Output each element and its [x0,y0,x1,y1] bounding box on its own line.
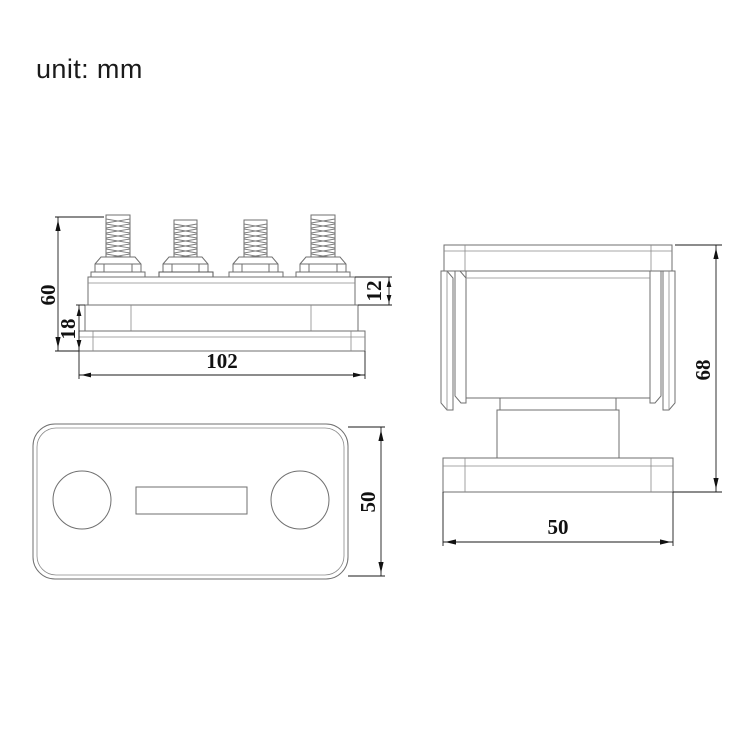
plan-mounting-hole-left [53,471,111,529]
front-body-middle-section [85,305,358,331]
stud-group-1 [91,215,145,277]
side-base-flange [443,458,673,492]
side-body-block [466,271,650,398]
dim-18-text: 18 [56,319,80,340]
front-body-base-flange [79,331,365,351]
front-height-overall-dimension: 60 [36,216,104,352]
plan-depth-dimension: 50 [348,426,385,577]
plan-center-slot [136,487,247,514]
stud-group-3 [229,220,283,277]
plan-top-view: 50 [33,424,385,579]
side-neck-step [497,410,619,458]
side-top-cap [444,245,672,271]
plan-mounting-hole-right [271,471,329,529]
dim-12-text: 12 [362,281,386,302]
front-body-upper-block [88,277,355,305]
front-width-overall-dimension: 102 [78,349,366,379]
side-left-rail-inner [455,271,466,403]
side-width-base-dimension: 50 [442,492,674,546]
thread-hatch-1 [105,218,131,259]
thread-hatch-2 [173,223,198,259]
stud-group-4 [296,215,350,277]
side-elevation-view: 68 50 [441,245,722,546]
dim-102-text: 102 [206,349,238,373]
front-height-upper-block-dimension: 12 [355,276,392,306]
unit-label: unit: mm [36,54,143,84]
thread-hatch-4 [310,218,336,259]
side-transition-plate [500,398,616,410]
dim-50-side-text: 50 [548,515,569,539]
dim-60-text: 60 [36,285,60,306]
dim-50-plan-text: 50 [356,492,380,513]
side-left-rail [441,271,453,410]
front-height-lower-dimension: 18 [56,304,85,352]
front-elevation-view: 60 18 12 [36,215,392,379]
dim-68-text: 68 [691,360,715,381]
side-right-rail [663,271,675,410]
side-right-rail-inner [650,271,661,403]
side-height-overall-dimension: 68 [673,244,722,493]
stud-group-2 [158,220,214,278]
